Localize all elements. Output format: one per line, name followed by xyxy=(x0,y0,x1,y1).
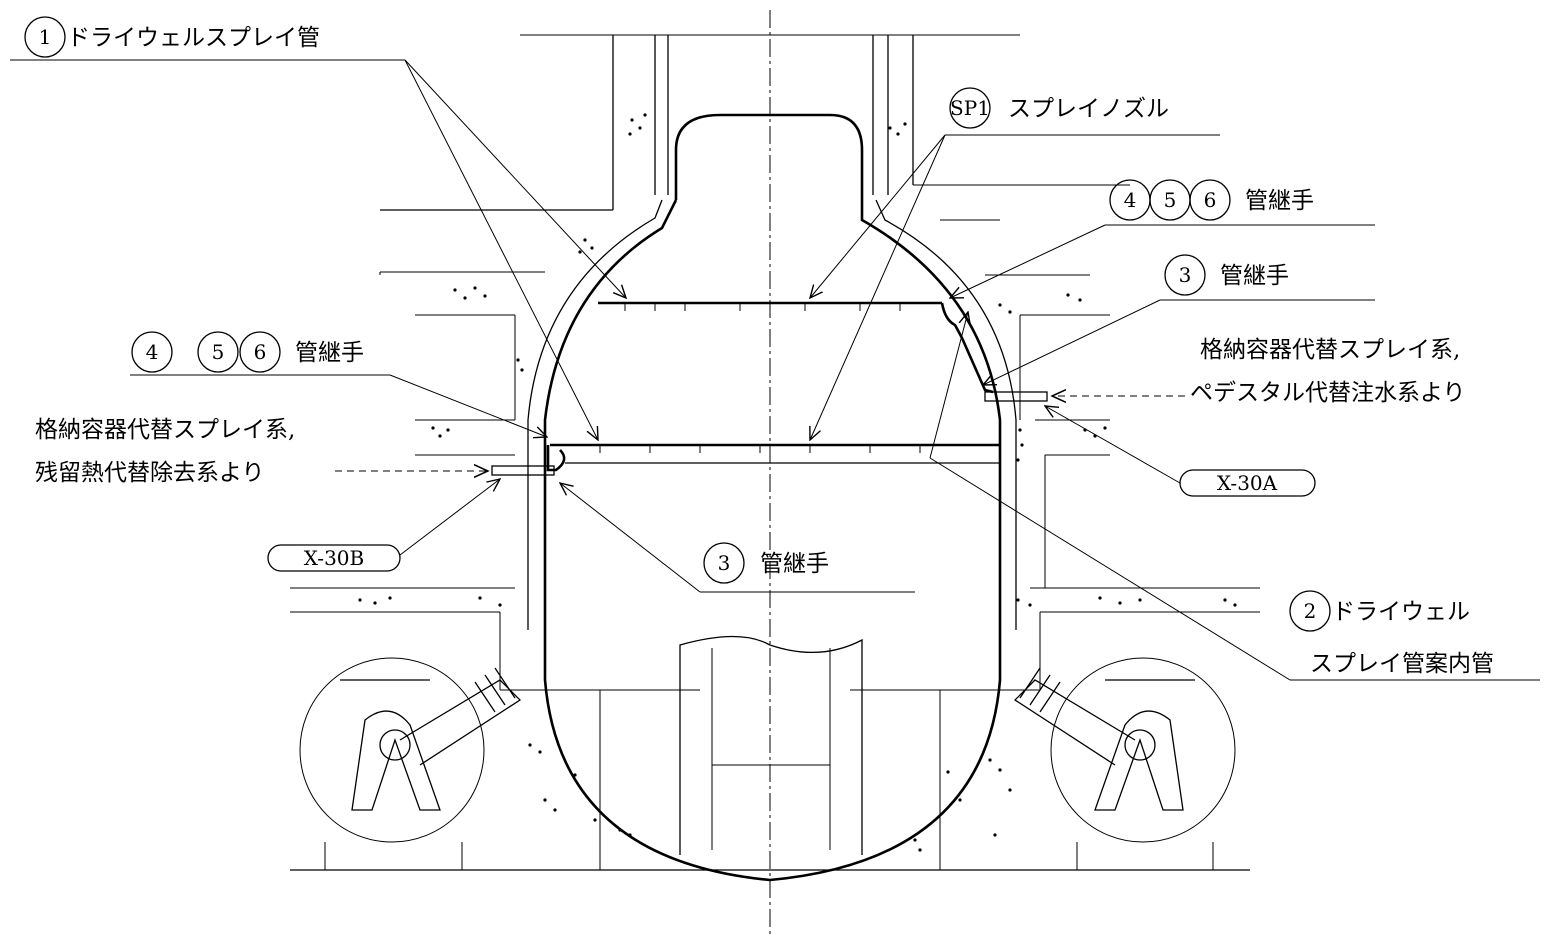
label-spray-nozzle: SP1 スプレイノズル xyxy=(810,87,1220,440)
label-joint-456-right-text: 管継手 xyxy=(1245,188,1314,214)
label-joint-3-center: 3 管継手 xyxy=(560,483,915,593)
label-joint-3-right-text: 管継手 xyxy=(1220,263,1289,289)
label-joint-3-center-num: 3 xyxy=(718,551,731,575)
label-joint-3-center-text: 管継手 xyxy=(760,551,829,577)
lower-spray-header xyxy=(546,443,1000,472)
label-spray-nozzle-num: SP1 xyxy=(950,96,990,120)
label-guide-pipe-text2: スプレイ管案内管 xyxy=(1310,651,1494,677)
concrete-dots xyxy=(358,113,1237,852)
label-joint-456-left-num-6: 6 xyxy=(254,340,267,364)
label-drywell-spray-pipe-text: ドライウェルスプレイ管 xyxy=(67,25,320,51)
label-joint-3-right-num: 3 xyxy=(1179,263,1192,287)
label-joint-456-left: 4 5 6 管継手 xyxy=(130,331,547,437)
torus-right xyxy=(1013,657,1236,870)
label-joint-456-right-num-5: 5 xyxy=(1164,188,1177,212)
tag-x30b-text: X-30B xyxy=(304,546,364,570)
upper-spray-header xyxy=(598,301,994,394)
tag-x30b: X-30B xyxy=(267,479,500,572)
source-left-line2: 残留熱代替除去系より xyxy=(35,460,265,486)
label-spray-nozzle-text: スプレイノズル xyxy=(1008,96,1169,122)
label-joint-456-right-num-6: 6 xyxy=(1204,188,1217,212)
vessel-shell xyxy=(527,199,1017,882)
source-left-line1: 格納容器代替スプレイ系, xyxy=(35,417,295,443)
torus-left xyxy=(299,657,522,870)
source-right-line1: 格納容器代替スプレイ系, xyxy=(1200,337,1460,363)
label-joint-456-left-text: 管継手 xyxy=(295,340,364,366)
label-joint-456-left-num-4: 4 xyxy=(146,340,159,364)
source-right-line2: ペデスタル代替注水系より xyxy=(1190,380,1466,406)
pedestal xyxy=(679,635,863,855)
slabs-left xyxy=(290,272,700,691)
label-drywell-spray-pipe-num: 1 xyxy=(39,25,52,49)
label-drywell-spray-pipe: 1 ドライウェルスプレイ管 xyxy=(10,16,626,440)
label-joint-456-right: 4 5 6 管継手 xyxy=(950,179,1375,298)
upper-dome xyxy=(674,113,864,200)
label-guide-pipe: 2 ドライウェル スプレイ管案内管 xyxy=(929,312,1540,681)
penetration-x30a xyxy=(984,391,1048,402)
tag-x30a: X-30A xyxy=(1045,406,1316,497)
penetration-x30b xyxy=(491,465,555,476)
label-joint-456-right-num-4: 4 xyxy=(1124,188,1137,212)
label-guide-pipe-num: 2 xyxy=(1304,599,1317,623)
upper-structure xyxy=(380,34,1130,276)
label-joint-3-right: 3 管継手 xyxy=(983,254,1375,385)
label-joint-456-left-num-5: 5 xyxy=(212,340,225,364)
tag-x30a-text: X-30A xyxy=(1217,471,1278,495)
slabs-right xyxy=(850,314,1260,691)
label-guide-pipe-text1: ドライウェル xyxy=(1332,599,1470,625)
